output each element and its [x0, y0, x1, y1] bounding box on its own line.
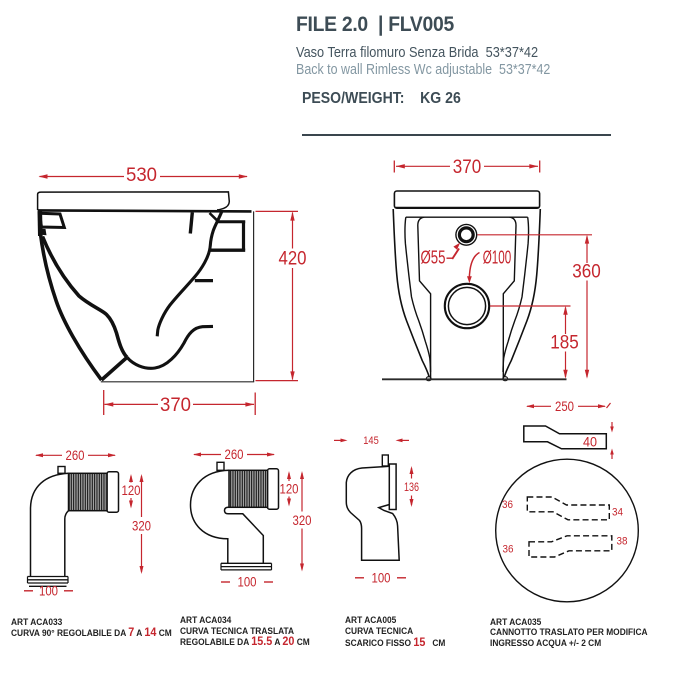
svg-text:530: 530	[126, 164, 157, 186]
svg-text:36: 36	[503, 544, 514, 556]
svg-text:34: 34	[612, 507, 623, 519]
svg-text:360: 360	[572, 261, 601, 283]
svg-text:420: 420	[279, 248, 307, 270]
svg-text:36: 36	[502, 499, 513, 511]
svg-text:100: 100	[39, 584, 58, 599]
svg-text:Ø100: Ø100	[483, 248, 512, 268]
svg-text:Ø55: Ø55	[421, 248, 446, 268]
svg-text:145: 145	[363, 435, 379, 447]
svg-text:320: 320	[132, 519, 151, 534]
svg-text:40: 40	[583, 434, 597, 450]
svg-text:38: 38	[617, 536, 628, 548]
svg-text:320: 320	[293, 513, 312, 528]
svg-text:100: 100	[238, 575, 257, 590]
svg-text:185: 185	[550, 332, 579, 354]
svg-text:136: 136	[404, 482, 419, 494]
svg-text:250: 250	[555, 399, 574, 414]
svg-text:120: 120	[122, 483, 141, 498]
svg-text:370: 370	[453, 156, 482, 178]
svg-text:120: 120	[280, 482, 299, 497]
svg-text:370: 370	[160, 394, 191, 416]
svg-text:100: 100	[372, 571, 391, 586]
svg-text:260: 260	[66, 448, 85, 463]
svg-text:260: 260	[225, 447, 244, 462]
